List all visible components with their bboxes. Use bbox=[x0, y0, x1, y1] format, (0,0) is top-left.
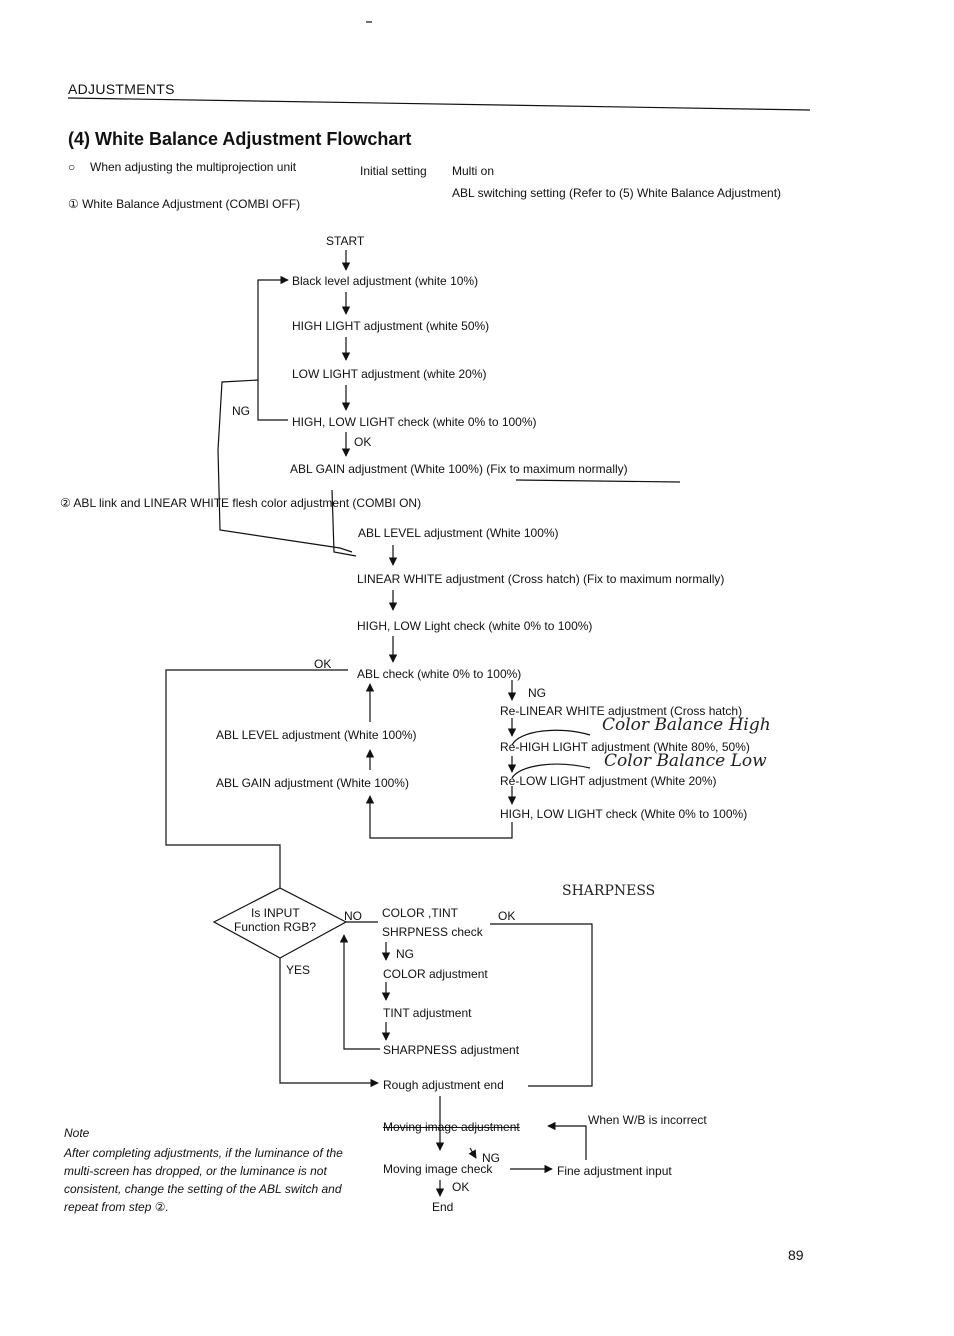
low-light-step: LOW LIGHT adjustment (white 20%) bbox=[292, 367, 487, 381]
multiprojection-note: When adjusting the multiprojection unit bbox=[90, 160, 297, 174]
handwritten-color-balance-high: Color Balance High bbox=[602, 715, 771, 735]
moving-image-check-step: Moving image check bbox=[383, 1162, 493, 1176]
re-high-light-step: Re-HIGH LIGHT adjustment (White 80%, 50%… bbox=[500, 740, 750, 754]
step-2-label: ② ABL link and LINEAR WHITE flesh color … bbox=[60, 496, 422, 510]
ng-label: NG bbox=[232, 404, 250, 418]
when-wb-incorrect-label: When W/B is incorrect bbox=[588, 1113, 707, 1127]
handwritten-sharpness: SHARPNESS bbox=[562, 883, 656, 899]
re-linear-step: Re-LINEAR WHITE adjustment (Cross hatch) bbox=[500, 704, 743, 718]
abl-gain-step: ABL GAIN adjustment (White 100%) (Fix to… bbox=[290, 462, 628, 476]
hl-check-step: HIGH, LOW LIGHT check (white 0% to 100%) bbox=[292, 415, 537, 429]
abl-check-step: ABL check (white 0% to 100%) bbox=[357, 667, 522, 681]
moving-image-adjustment-step: Moving image adjustment bbox=[383, 1120, 520, 1134]
abl-level-step: ABL LEVEL adjustment (White 100%) bbox=[358, 526, 559, 540]
note-label: Note bbox=[64, 1126, 90, 1140]
abl-gain-left-step: ABL GAIN adjustment (White 100%) bbox=[216, 776, 409, 790]
hl-check-3-step: HIGH, LOW LIGHT check (White 0% to 100%) bbox=[500, 807, 748, 821]
color-adjustment-step: COLOR adjustment bbox=[383, 967, 488, 981]
rough-adjustment-end: Rough adjustment end bbox=[383, 1078, 504, 1092]
ok-label: OK bbox=[354, 435, 372, 449]
sharpness-adjustment-step: SHARPNESS adjustment bbox=[383, 1043, 520, 1057]
hl-check-2-step: HIGH, LOW Light check (white 0% to 100%) bbox=[357, 619, 593, 633]
fine-adjustment-input-step: Fine adjustment input bbox=[557, 1164, 672, 1178]
no-label: NO bbox=[344, 909, 362, 923]
decision-line-1: Is INPUT bbox=[251, 906, 300, 920]
color-tint-label: COLOR ,TINT bbox=[382, 906, 459, 920]
high-light-step: HIGH LIGHT adjustment (white 50%) bbox=[292, 319, 490, 333]
abl-switching-setting: ABL switching setting (Refer to (5) Whit… bbox=[452, 186, 782, 200]
tint-adjustment-step: TINT adjustment bbox=[383, 1006, 472, 1020]
section-header: ADJUSTMENTS bbox=[68, 81, 175, 97]
handwritten-color-balance-low: Color Balance Low bbox=[604, 751, 767, 771]
end-node: End bbox=[432, 1200, 454, 1214]
ng-label-abl: NG bbox=[528, 686, 546, 700]
step-1-label: ① White Balance Adjustment (COMBI OFF) bbox=[68, 197, 301, 211]
page-number: 89 bbox=[788, 1247, 804, 1263]
abl-level-left-step: ABL LEVEL adjustment (White 100%) bbox=[216, 728, 417, 742]
initial-setting-value: Multi on bbox=[452, 164, 495, 178]
ng-label-moving: NG bbox=[482, 1151, 500, 1165]
page-title: (4) White Balance Adjustment Flowchart bbox=[68, 129, 412, 149]
decision-line-2: Function RGB? bbox=[234, 920, 317, 934]
bullet-icon: ○ bbox=[68, 160, 76, 174]
sharpness-check-step: SHRPNESS check bbox=[382, 925, 483, 939]
black-level-step: Black level adjustment (white 10%) bbox=[292, 274, 479, 288]
initial-setting-label: Initial setting bbox=[360, 164, 427, 178]
linear-white-step: LINEAR WHITE adjustment (Cross hatch) (F… bbox=[357, 572, 725, 586]
ok-label-sharpness: OK bbox=[498, 909, 516, 923]
ng-label-sharpness: NG bbox=[396, 947, 414, 961]
yes-label: YES bbox=[286, 963, 311, 977]
note-text: After completing adjustments, if the lum… bbox=[64, 1146, 343, 1214]
ok-label-moving: OK bbox=[452, 1180, 470, 1194]
start-node: START bbox=[326, 234, 365, 248]
ok-label-abl: OK bbox=[314, 657, 332, 671]
re-low-light-step: Re-LOW LIGHT adjustment (White 20%) bbox=[500, 774, 717, 788]
